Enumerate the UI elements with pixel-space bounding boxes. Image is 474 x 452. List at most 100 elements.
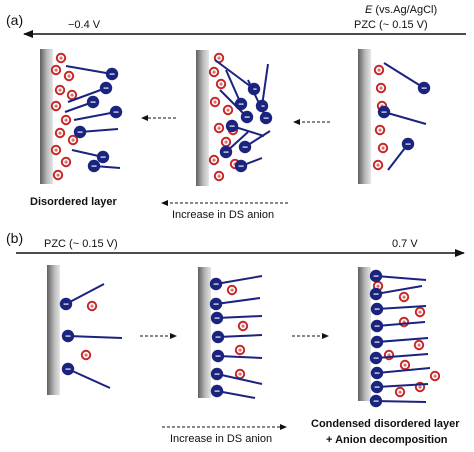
svg-text:−: −	[103, 84, 109, 95]
ds-anion: −	[219, 89, 254, 124]
svg-text:−: −	[90, 98, 96, 109]
ds-anion: −	[211, 330, 263, 344]
electrode-a2	[196, 50, 209, 186]
ds-anion: −	[73, 125, 119, 139]
svg-text:+: +	[418, 310, 422, 317]
ds-anion: −	[209, 297, 261, 311]
svg-text:+: +	[403, 363, 407, 370]
cation: +	[374, 124, 386, 136]
svg-text:+: +	[381, 146, 385, 153]
svg-text:−: −	[215, 333, 221, 344]
cation: +	[50, 100, 62, 112]
svg-text:+: +	[217, 56, 221, 63]
ds-anion: −	[211, 349, 263, 363]
svg-text:−: −	[263, 114, 269, 125]
svg-text:+: +	[378, 128, 382, 135]
cation: +	[222, 104, 234, 116]
cation: +	[373, 64, 385, 76]
panel-a-tag: (a)	[6, 12, 24, 28]
svg-text:+: +	[59, 56, 63, 63]
svg-text:+: +	[226, 108, 230, 115]
cation: +	[215, 78, 227, 90]
ds-anion: −	[370, 319, 426, 333]
ds-anion: −	[234, 157, 263, 173]
cation: +	[60, 114, 72, 126]
cation: +	[60, 156, 72, 168]
cation: +	[226, 284, 238, 296]
molecules-a: ++++++++++++−−−−−−−+++++++++++−−−−−−−−−+…	[50, 52, 431, 182]
svg-text:−: −	[373, 397, 379, 408]
panel-b-right-caption-2: + Anion decomposition	[326, 434, 448, 446]
ds-anion: −	[377, 105, 427, 125]
cation: +	[54, 84, 66, 96]
cation: +	[237, 320, 249, 332]
svg-text:+: +	[56, 173, 60, 180]
svg-text:−: −	[229, 122, 235, 133]
svg-text:−: −	[215, 352, 221, 363]
ds-anion: −	[61, 362, 111, 389]
ds-anion: −	[369, 285, 423, 301]
cation: +	[52, 169, 64, 181]
svg-text:+: +	[212, 70, 216, 77]
svg-text:+: +	[398, 390, 402, 397]
ds-anion: −	[370, 335, 429, 349]
svg-text:+: +	[433, 374, 437, 381]
ds-anion: −	[383, 62, 431, 95]
ds-anion: −	[370, 302, 427, 316]
svg-text:−: −	[113, 108, 119, 119]
electrode-a3	[358, 49, 371, 184]
svg-text:−: −	[77, 128, 83, 139]
svg-text:+: +	[71, 138, 75, 145]
svg-text:−: −	[374, 305, 380, 316]
ds-anion: −	[73, 105, 123, 121]
svg-text:+: +	[84, 353, 88, 360]
svg-text:−: −	[374, 369, 380, 380]
svg-text:+: +	[217, 126, 221, 133]
svg-text:+: +	[238, 348, 242, 355]
svg-text:+: +	[418, 385, 422, 392]
ds-anion: −	[225, 119, 265, 137]
svg-text:−: −	[374, 322, 380, 333]
ds-anion: −	[65, 65, 119, 81]
ds-anion: −	[67, 81, 113, 103]
svg-text:−: −	[63, 300, 69, 311]
svg-text:+: +	[402, 295, 406, 302]
svg-text:+: +	[241, 324, 245, 331]
svg-text:+: +	[377, 68, 381, 75]
cation: +	[398, 291, 410, 303]
svg-text:−: −	[374, 383, 380, 394]
svg-text:−: −	[223, 148, 229, 159]
panel-b-right-caption-1: Condensed disordered layer	[311, 418, 460, 430]
cation: +	[208, 66, 220, 78]
svg-text:−: −	[405, 140, 411, 151]
svg-text:−: −	[65, 365, 71, 376]
svg-text:−: −	[373, 290, 379, 301]
cation: +	[86, 300, 98, 312]
ds-anion: −	[87, 159, 121, 173]
svg-text:+: +	[230, 288, 234, 295]
svg-text:+: +	[58, 131, 62, 138]
cation: +	[208, 154, 220, 166]
svg-text:+: +	[224, 140, 228, 147]
cation: +	[213, 122, 225, 134]
svg-text:+: +	[64, 160, 68, 167]
electrode-b1	[47, 265, 60, 395]
panel-a-right-potential: PZC (~ 0.15 V)	[354, 19, 428, 31]
cation: +	[413, 339, 425, 351]
svg-text:−: −	[373, 354, 379, 365]
ds-anion: −	[209, 275, 263, 291]
cation: +	[234, 368, 246, 380]
svg-text:+: +	[54, 68, 58, 75]
svg-text:−: −	[213, 300, 219, 311]
ds-anion: −	[387, 137, 415, 171]
ds-anion: −	[64, 95, 100, 113]
cation: +	[383, 349, 395, 361]
ds-anion: −	[210, 384, 256, 399]
panel-b-tag: (b)	[6, 230, 24, 246]
svg-text:−: −	[238, 162, 244, 173]
svg-text:+: +	[70, 93, 74, 100]
svg-text:+: +	[58, 88, 62, 95]
svg-text:+: +	[90, 304, 94, 311]
cation: +	[375, 82, 387, 94]
ds-anion: −	[247, 79, 273, 125]
